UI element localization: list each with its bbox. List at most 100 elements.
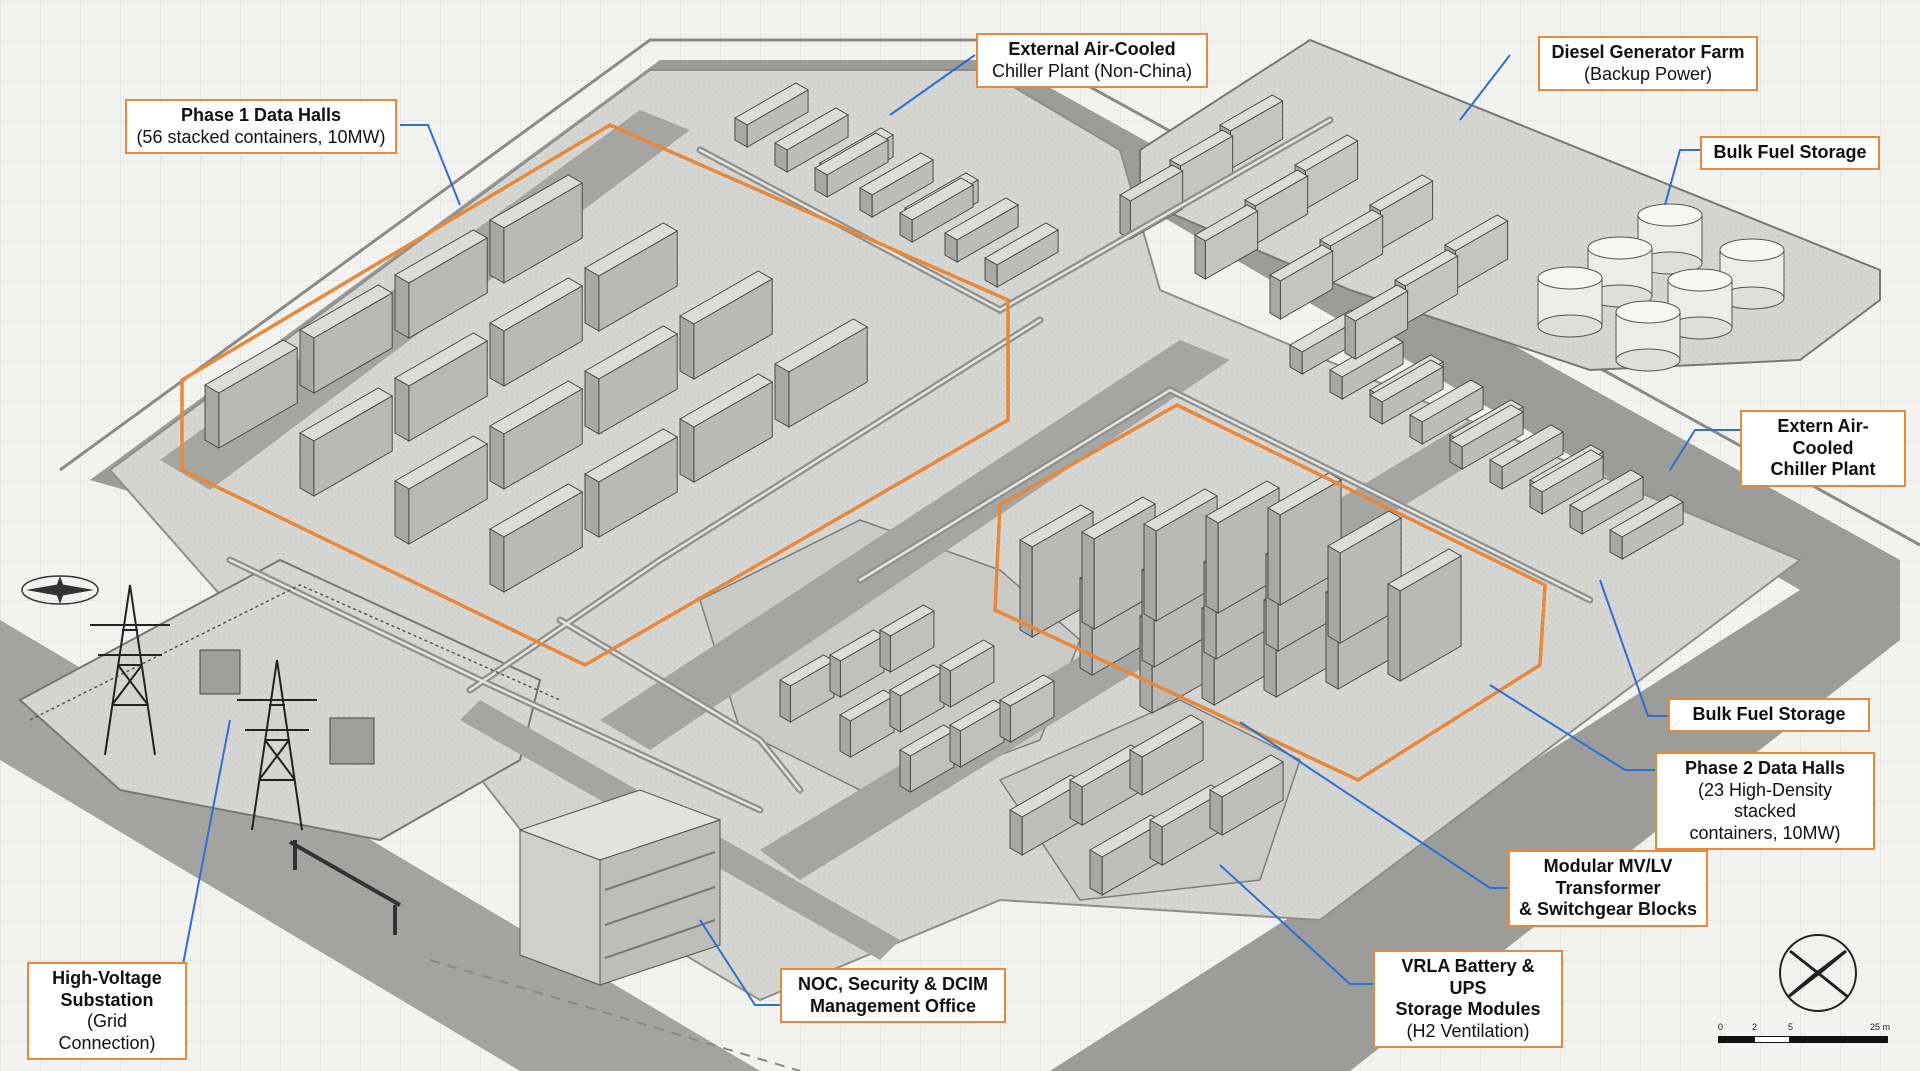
callout-subtitle-line-2: containers, 10MW) [1689,822,1841,843]
scale-segment [1754,1036,1790,1043]
callout-diesel-generator-farm: Diesel Generator Farm (Backup Power) [1538,36,1758,92]
callout-noc-office: NOC, Security & DCIM Management Office [780,968,1006,1024]
switchgear-unit [938,639,995,708]
compass-rose-icon [21,575,99,605]
battery-module [1128,714,1205,796]
container-stack [1386,548,1463,682]
callout-title-line-3: & Switchgear Blocks [1518,899,1698,920]
container-stack [488,483,584,593]
callout-title: External Air-Cooled [1008,39,1176,59]
fuel-tanks [1537,203,1785,372]
switchgear-unit [998,674,1055,743]
callout-bulk-fuel-storage-bottom: Bulk Fuel Storage [1668,698,1870,732]
callout-subtitle: (56 stacked containers, 10MW) [136,126,386,147]
container-stack [488,277,584,387]
container-stack [393,435,489,545]
chiller-unit [1488,424,1565,490]
callout-title: VRLA Battery & UPS [1401,956,1535,998]
scale-label-5: 5 [1788,1022,1794,1032]
battery-module [1068,744,1145,826]
chiller-plant-east [1288,309,1685,560]
switchgear-unit [778,654,835,723]
battery-module [1148,784,1225,866]
diesel-generator-units [1118,94,1509,360]
fuel-tank [1537,266,1603,338]
callout-subtitle: (Grid Connection) [58,1011,156,1053]
scale-label-2: 2 [1752,1022,1758,1032]
chiller-unit [1448,404,1525,470]
pipe-highlights [228,118,1592,812]
chiller-unit [898,177,975,243]
container-stack [1326,510,1403,644]
callout-phase-2-data-halls: Phase 2 Data Halls (23 High-Density stac… [1655,752,1875,851]
callout-title-line-2: Management Office [809,995,977,1016]
substation-equipment [29,584,561,765]
callout-substation: High-Voltage Substation (Grid Connection… [27,962,187,1061]
zone-outlines [180,123,1547,782]
container-stack [1018,504,1095,638]
scale-segment [1790,1036,1888,1043]
callout-title: High-Voltage [52,968,162,988]
callout-title: Diesel Generator Farm [1551,42,1745,62]
fuel-tank [1667,268,1733,340]
container-stack [488,380,584,490]
phase-1-zone-outline [180,123,1010,667]
container-stack [678,373,774,483]
container-stack [488,174,584,284]
generator-unit [1268,244,1334,320]
switchgear-unit [878,604,935,673]
container-stack [1266,472,1343,606]
switchgear-unit [898,724,955,793]
switchgear-unit [948,699,1005,768]
gantry [289,840,401,935]
scale-label-25: 25 m [1870,1022,1891,1032]
battery-module [1208,754,1285,836]
generator-unit [1193,204,1259,280]
battery-ups-units [1008,714,1285,896]
container-stack [1142,488,1219,622]
battery-module [1088,814,1165,896]
container-stack [298,284,394,394]
callout-phase-1-data-halls: Phase 1 Data Halls (56 stacked container… [125,99,397,155]
scale-label-0: 0 [1718,1022,1724,1032]
callout-title: Phase 2 Data Halls [1684,758,1846,778]
transformer-switchgear-units [778,604,1055,793]
callout-title: NOC, Security & DCIM [797,974,989,994]
scale-bar: 0 2 5 25 m [1718,1022,1898,1052]
chiller-unit [733,82,810,148]
container-stack [773,318,869,428]
generator-unit [1343,284,1409,360]
fuel-tank [1615,300,1681,372]
container-stack [583,325,679,435]
chiller-unit [1608,494,1685,560]
container-stack [1080,496,1157,630]
callout-title: Extern Air-Cooled [1777,416,1869,458]
chiller-unit [1368,359,1445,425]
callout-battery-ups: VRLA Battery & UPS Storage Modules (H2 V… [1373,950,1563,1049]
fuel-tank [1637,203,1703,275]
chiller-unit [858,152,935,218]
generator-unit [1118,164,1184,240]
phase-2-container-block [1018,472,1463,714]
phase-1-container-block [203,174,869,593]
container-stack [678,270,774,380]
switchgear-unit [828,629,885,698]
chiller-unit [983,222,1060,288]
callout-title-line-2: Transformer [1555,877,1661,898]
north-arrow-icon [1779,934,1857,1012]
fuel-tank [1719,238,1785,310]
switchgear-unit [838,689,895,758]
phase-2-zone-outline [993,403,1547,782]
callout-subtitle: Chiller Plant (Non-China) [991,60,1193,81]
scale-segment [1718,1036,1754,1043]
chiller-unit [1408,379,1485,445]
callout-title: Modular MV/LV [1543,856,1673,876]
callout-title: Phase 1 Data Halls [180,105,342,125]
callout-chiller-plant-north: External Air-Cooled Chiller Plant (Non-C… [976,33,1208,89]
transmission-tower-icon [90,584,170,756]
callout-transformer-switchgear: Modular MV/LV Transformer & Switchgear B… [1508,850,1708,927]
callout-title-line-2: Chiller Plant [1770,459,1876,480]
callout-subtitle: (H2 Ventilation) [1406,1020,1530,1041]
chiller-plant-north [733,82,1060,288]
